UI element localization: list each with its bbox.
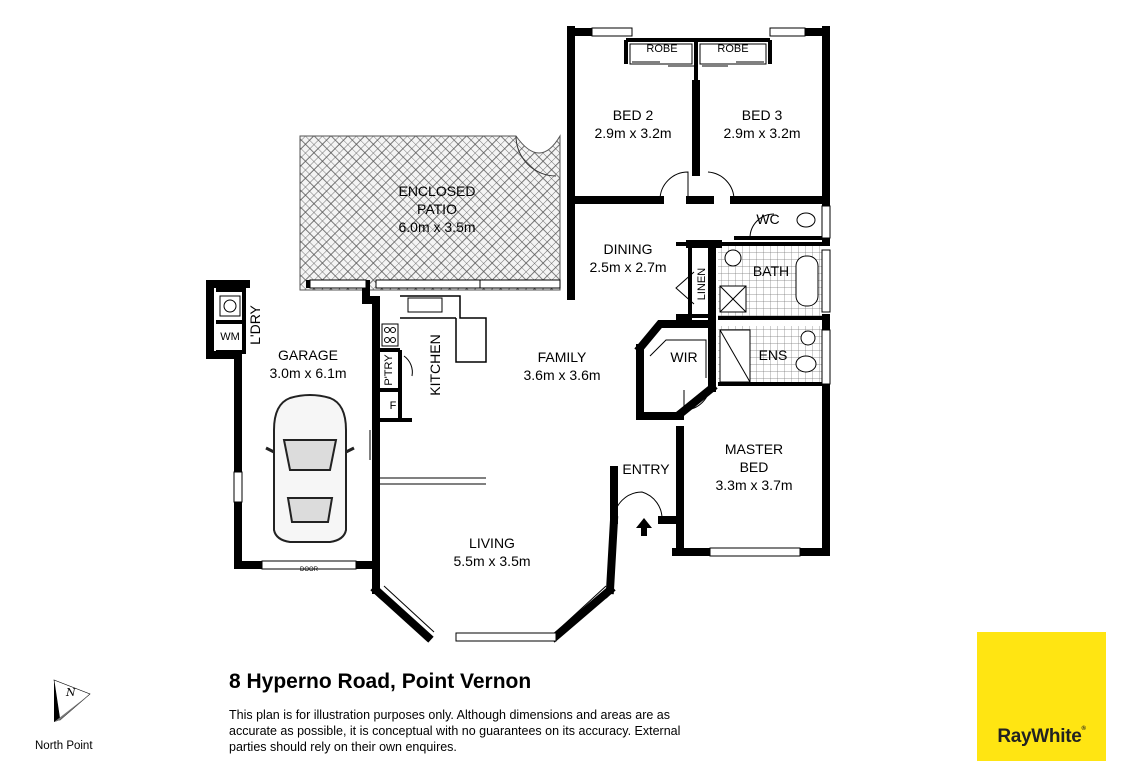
robes xyxy=(629,43,767,67)
linen-label: LINEN xyxy=(696,268,708,300)
entry-arrow-icon xyxy=(636,518,652,536)
garage-dims: 3.0m x 6.1m xyxy=(269,365,346,381)
windows xyxy=(233,27,831,642)
wm-label: WM xyxy=(220,331,240,343)
entry-label: ENTRY xyxy=(622,461,670,477)
wir-label: WIR xyxy=(670,349,697,365)
family-name: FAMILY xyxy=(538,349,587,365)
property-address: 8 Hyperno Road, Point Vernon xyxy=(229,670,532,693)
kitchen-bench xyxy=(400,295,487,363)
north-arrow-icon: N xyxy=(53,679,91,722)
dining-name: DINING xyxy=(604,241,653,257)
ens-label: ENS xyxy=(759,347,788,363)
garage-name: GARAGE xyxy=(278,347,338,363)
floor-plan: BED 2 2.9m x 3.2m BED 3 2.9m x 3.2m ENCL… xyxy=(206,26,831,643)
door-swings xyxy=(369,171,775,521)
kitchen-label: KITCHEN xyxy=(427,334,443,395)
car-icon xyxy=(265,394,355,543)
raywhite-logo: RayWhite® xyxy=(977,632,1106,761)
master-name1: MASTER xyxy=(725,441,783,457)
kitchen-fixtures xyxy=(219,295,443,347)
inner-walls xyxy=(216,38,826,422)
wc-label: WC xyxy=(756,211,779,227)
bed2-name: BED 2 xyxy=(613,107,654,123)
pantry-label: P'TRY xyxy=(383,354,395,386)
patio-name1: ENCLOSED xyxy=(398,183,475,199)
logo-registered-mark: ® xyxy=(1081,726,1086,732)
bed2-dims: 2.9m x 3.2m xyxy=(594,125,671,141)
patio-name2: PATIO xyxy=(417,201,457,217)
room-labels: BED 2 2.9m x 3.2m BED 3 2.9m x 3.2m ENCL… xyxy=(220,43,800,573)
robe-left-label: ROBE xyxy=(646,43,677,55)
robe-right-label: ROBE xyxy=(717,43,748,55)
north-point-label: North Point xyxy=(35,740,93,752)
bed3-name: BED 3 xyxy=(742,107,783,123)
dining-dims: 2.5m x 2.7m xyxy=(589,259,666,275)
laundry-label: L'DRY xyxy=(247,304,263,344)
living-dims: 5.5m x 3.5m xyxy=(453,553,530,569)
master-name2: BED xyxy=(740,459,769,475)
patio-dims: 6.0m x 3.5m xyxy=(398,219,475,235)
patio-paving xyxy=(299,134,561,291)
disclaimer-text: This plan is for illustration purposes o… xyxy=(229,708,681,754)
bed3-dims: 2.9m x 3.2m xyxy=(723,125,800,141)
bay-windows xyxy=(379,585,611,637)
master-dims: 3.3m x 3.7m xyxy=(715,477,792,493)
bathroom-fixtures xyxy=(719,212,819,383)
living-name: LIVING xyxy=(469,535,515,551)
logo-text: RayWhite xyxy=(997,726,1082,747)
fridge-label: F xyxy=(390,400,397,412)
bath-label: BATH xyxy=(753,263,789,279)
north-letter: N xyxy=(65,686,76,699)
garage-door-label: DOOR xyxy=(300,567,319,573)
family-dims: 3.6m x 3.6m xyxy=(523,367,600,383)
